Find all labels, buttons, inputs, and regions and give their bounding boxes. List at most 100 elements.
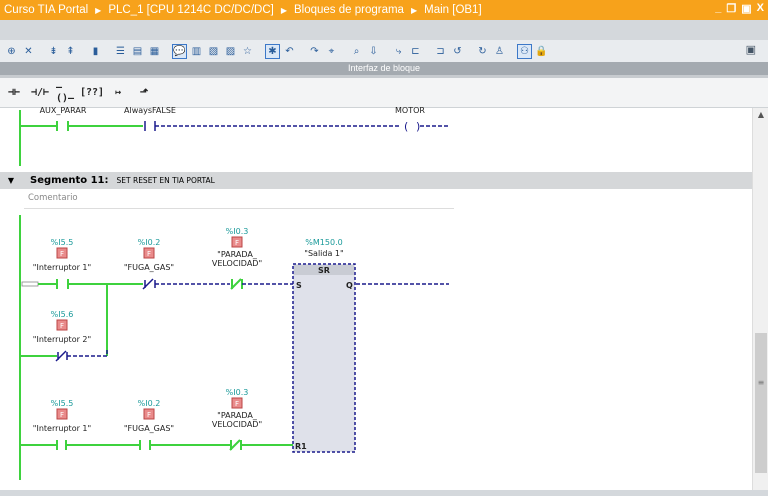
- sr-box-header: [294, 265, 354, 275]
- segment-comment-title[interactable]: SET RESET EN TIA PORTAL: [116, 176, 215, 185]
- title-bar: Curso TIA Portal ▶ PLC_1 [CPU 1214C DC/DC…: [0, 0, 768, 20]
- operand-address[interactable]: %M150.0: [305, 238, 342, 247]
- force-icon: [143, 247, 155, 259]
- operand-label[interactable]: AlwaysFALSE: [124, 106, 176, 115]
- close-button[interactable]: X: [756, 2, 764, 14]
- operand-address[interactable]: %I5.6: [51, 310, 74, 319]
- insert-row-icon[interactable]: ⇟: [49, 45, 58, 57]
- user-icon[interactable]: ♙: [495, 45, 504, 57]
- collapse-all-icon[interactable]: ☰: [116, 45, 125, 57]
- operand-address[interactable]: %I5.5: [51, 238, 74, 247]
- scrollbar-thumb[interactable]: ≡: [755, 333, 767, 473]
- force-marker: F: [60, 250, 64, 258]
- operand-name[interactable]: "PARADA_: [217, 250, 258, 259]
- go-to-next-error-icon[interactable]: ↷: [310, 45, 319, 57]
- settings-panel-icon[interactable]: ▣: [745, 43, 756, 56]
- breadcrumb-main[interactable]: Main [OB1]: [424, 4, 482, 16]
- operand-address[interactable]: %I0.3: [226, 227, 249, 236]
- lock-icon[interactable]: 🔒: [535, 45, 548, 57]
- operand-name[interactable]: "FUGA_GAS": [124, 263, 174, 272]
- operand-label[interactable]: MOTOR: [395, 106, 425, 115]
- coil-motor[interactable]: (: [404, 120, 408, 133]
- collapse-icon[interactable]: ▼: [7, 176, 15, 185]
- favorites-icon[interactable]: ☆: [243, 45, 252, 57]
- ladder-diagram: ( ) AUX_PARAR AlwaysFALSE MOTOR SR S Q R…: [19, 106, 449, 480]
- empty-box-icon[interactable]: [??]: [79, 87, 105, 98]
- operand-address[interactable]: %I0.2: [138, 399, 161, 408]
- open-branch-icon[interactable]: ↦: [114, 87, 122, 98]
- output-list-icon[interactable]: ⊐: [436, 45, 445, 57]
- segment-11-header[interactable]: ▼ Segmento 11: SET RESET EN TIA PORTAL: [0, 172, 752, 189]
- operand-address[interactable]: %I0.3: [226, 388, 249, 397]
- operand-address[interactable]: %I5.5: [51, 399, 74, 408]
- block-interface-bar[interactable]: Interfaz de bloque: [0, 62, 768, 75]
- expand-all-icon[interactable]: ▤: [132, 45, 143, 57]
- sr-box-type: SR: [318, 266, 330, 275]
- minimize-button[interactable]: _: [715, 2, 722, 14]
- force-marker: F: [235, 400, 239, 408]
- operand-name[interactable]: "PARADA_: [217, 411, 258, 420]
- contact-parada-velocidad-reset[interactable]: [229, 439, 242, 451]
- append-row-icon[interactable]: ⇞: [66, 45, 75, 57]
- watch-icon[interactable]: ⌕: [353, 45, 360, 57]
- force-marker: F: [147, 250, 151, 258]
- close-branch-icon[interactable]: ⬏: [139, 87, 149, 98]
- address-icon[interactable]: ▮: [92, 45, 99, 57]
- symbolic-operands-icon[interactable]: ▧: [208, 45, 219, 57]
- force-icon: [56, 408, 68, 420]
- close-networks-icon[interactable]: ▦: [149, 45, 160, 57]
- segment-title: Segmento 11:: [30, 175, 109, 186]
- coil-icon[interactable]: –()–: [56, 81, 75, 104]
- operand-name[interactable]: VELOCIDAD": [212, 420, 262, 429]
- operand-name[interactable]: "Interruptor 1": [33, 424, 91, 433]
- pin-s: S: [296, 281, 302, 290]
- force-icon: [231, 236, 243, 248]
- instruction-profiles-icon[interactable]: ✱: [265, 43, 280, 59]
- input-list-icon[interactable]: ⊏: [411, 45, 420, 57]
- breadcrumb-project[interactable]: Curso TIA Portal: [4, 4, 89, 16]
- absolute-operands-icon[interactable]: ▥: [191, 45, 202, 57]
- rail-connector: [21, 281, 39, 287]
- float-button[interactable]: ❐: [726, 3, 737, 15]
- segment-comment-field[interactable]: Comentario: [24, 191, 454, 209]
- delete-network-icon[interactable]: ✕: [24, 45, 33, 57]
- pin-r1: R1: [295, 442, 307, 451]
- close-block-icon[interactable]: ↻: [478, 45, 487, 57]
- comments-icon[interactable]: 💬: [172, 43, 187, 59]
- contact-fuga-gas[interactable]: [142, 278, 156, 290]
- operand-label[interactable]: AUX_PARAR: [40, 106, 87, 115]
- monitoring-icon[interactable]: ⚇: [517, 43, 532, 59]
- call-hierarchy-icon[interactable]: ⤷: [395, 45, 402, 57]
- operand-name[interactable]: "Salida 1": [304, 249, 343, 258]
- force-icon: [143, 408, 155, 420]
- operand-info-icon[interactable]: ▨: [225, 45, 236, 57]
- vertical-scrollbar[interactable]: ▲ ≡: [752, 108, 768, 492]
- force-icon: [56, 319, 68, 331]
- coil-motor-right: ): [416, 120, 420, 133]
- monitor-icon[interactable]: ⌖: [328, 45, 335, 57]
- pin-q: Q: [346, 281, 353, 290]
- open-block-icon[interactable]: ↺: [453, 45, 462, 57]
- download-icon[interactable]: ⇩: [369, 45, 378, 57]
- force-marker: F: [60, 322, 64, 330]
- contact-interruptor-2[interactable]: [55, 350, 68, 362]
- operand-name[interactable]: "FUGA_GAS": [124, 424, 174, 433]
- breadcrumb-plc[interactable]: PLC_1 [CPU 1214C DC/DC/DC]: [108, 4, 274, 16]
- scroll-up-icon[interactable]: ▲: [757, 110, 765, 119]
- no-contact-icon[interactable]: ⊣⊢: [7, 87, 21, 98]
- sr-box[interactable]: [292, 263, 356, 453]
- splitter[interactable]: [0, 75, 768, 78]
- breadcrumb-blocks[interactable]: Bloques de programa: [294, 4, 404, 16]
- maximize-button[interactable]: ▣: [741, 3, 752, 15]
- force-marker: F: [147, 411, 151, 419]
- breadcrumb-separator-icon: ▶: [95, 5, 102, 15]
- insert-network-icon[interactable]: ⊕: [7, 45, 16, 57]
- operand-address[interactable]: %I0.2: [138, 238, 161, 247]
- contact-parada-velocidad[interactable]: [230, 278, 243, 290]
- operand-name[interactable]: VELOCIDAD": [212, 259, 262, 268]
- go-to-error-icon[interactable]: ↶: [285, 45, 294, 57]
- nc-contact-icon[interactable]: ⊣/⊢: [30, 87, 50, 98]
- operand-name[interactable]: "Interruptor 1": [33, 263, 91, 272]
- editor-header: [0, 20, 768, 40]
- operand-name[interactable]: "Interruptor 2": [33, 335, 91, 344]
